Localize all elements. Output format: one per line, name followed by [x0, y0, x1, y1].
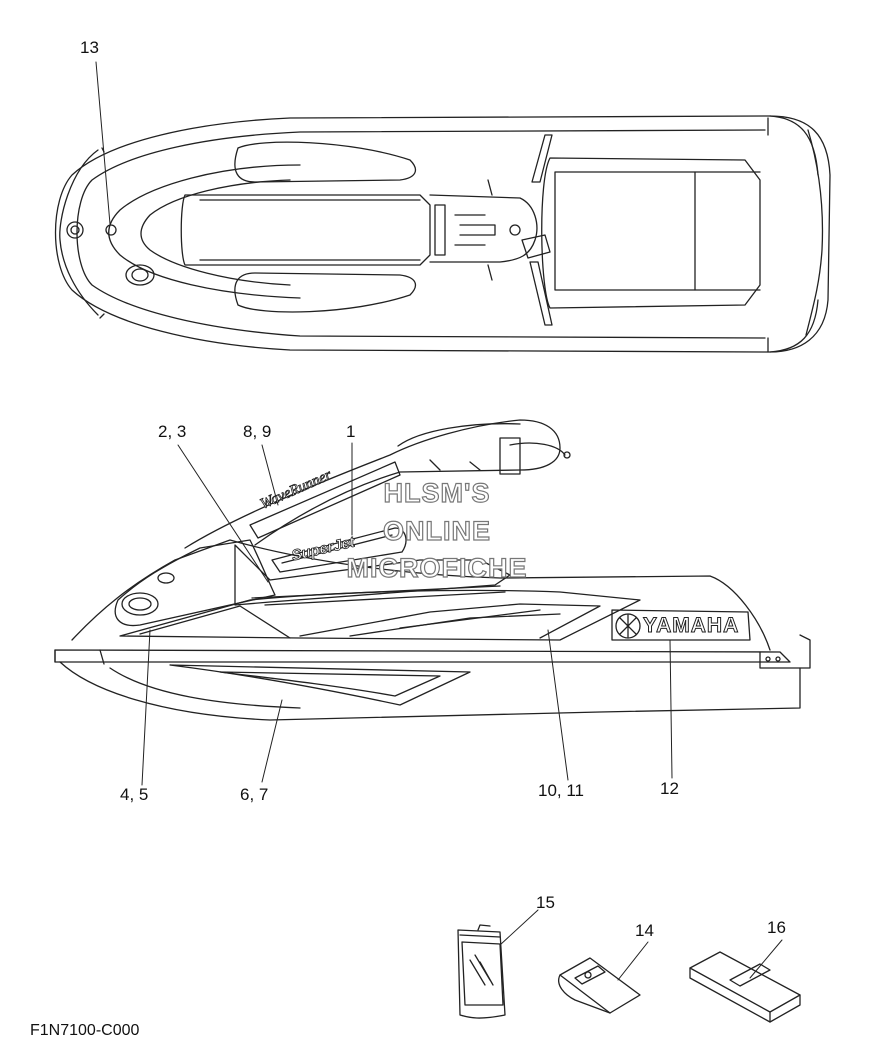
tool-bag-14 [559, 942, 648, 1013]
yamaha-decal-text: YAMAHA [642, 614, 740, 638]
callout-13: 13 [80, 38, 99, 57]
watermark-line-2: ONLINE [382, 515, 491, 546]
foam-wrap-16 [690, 940, 800, 1022]
watermark-line-1: HLSM'S [383, 477, 491, 508]
top-view-hull [56, 62, 831, 352]
callout-4-5: 4, 5 [120, 785, 149, 804]
callout-15: 15 [536, 893, 555, 912]
side-view-hull [55, 420, 810, 785]
drawing-code: F1N7100-C000 [30, 1022, 140, 1039]
bow-eye-hole [67, 222, 83, 238]
decal-13-location [106, 225, 116, 235]
watermark-line-3: MICROFICHE [346, 552, 528, 583]
callout-6-7: 6, 7 [240, 785, 269, 804]
callout-10-11: 10, 11 [538, 781, 585, 800]
callout-8-9: 8, 9 [243, 422, 272, 441]
callout-16: 16 [767, 918, 786, 937]
yamaha-decal-outline [612, 610, 750, 640]
owners-pouch-15 [458, 910, 538, 1018]
callout-2-3: 2, 3 [158, 422, 187, 441]
callout-12: 12 [660, 779, 679, 798]
callout-14: 14 [635, 921, 654, 940]
callout-1: 1 [346, 422, 356, 441]
